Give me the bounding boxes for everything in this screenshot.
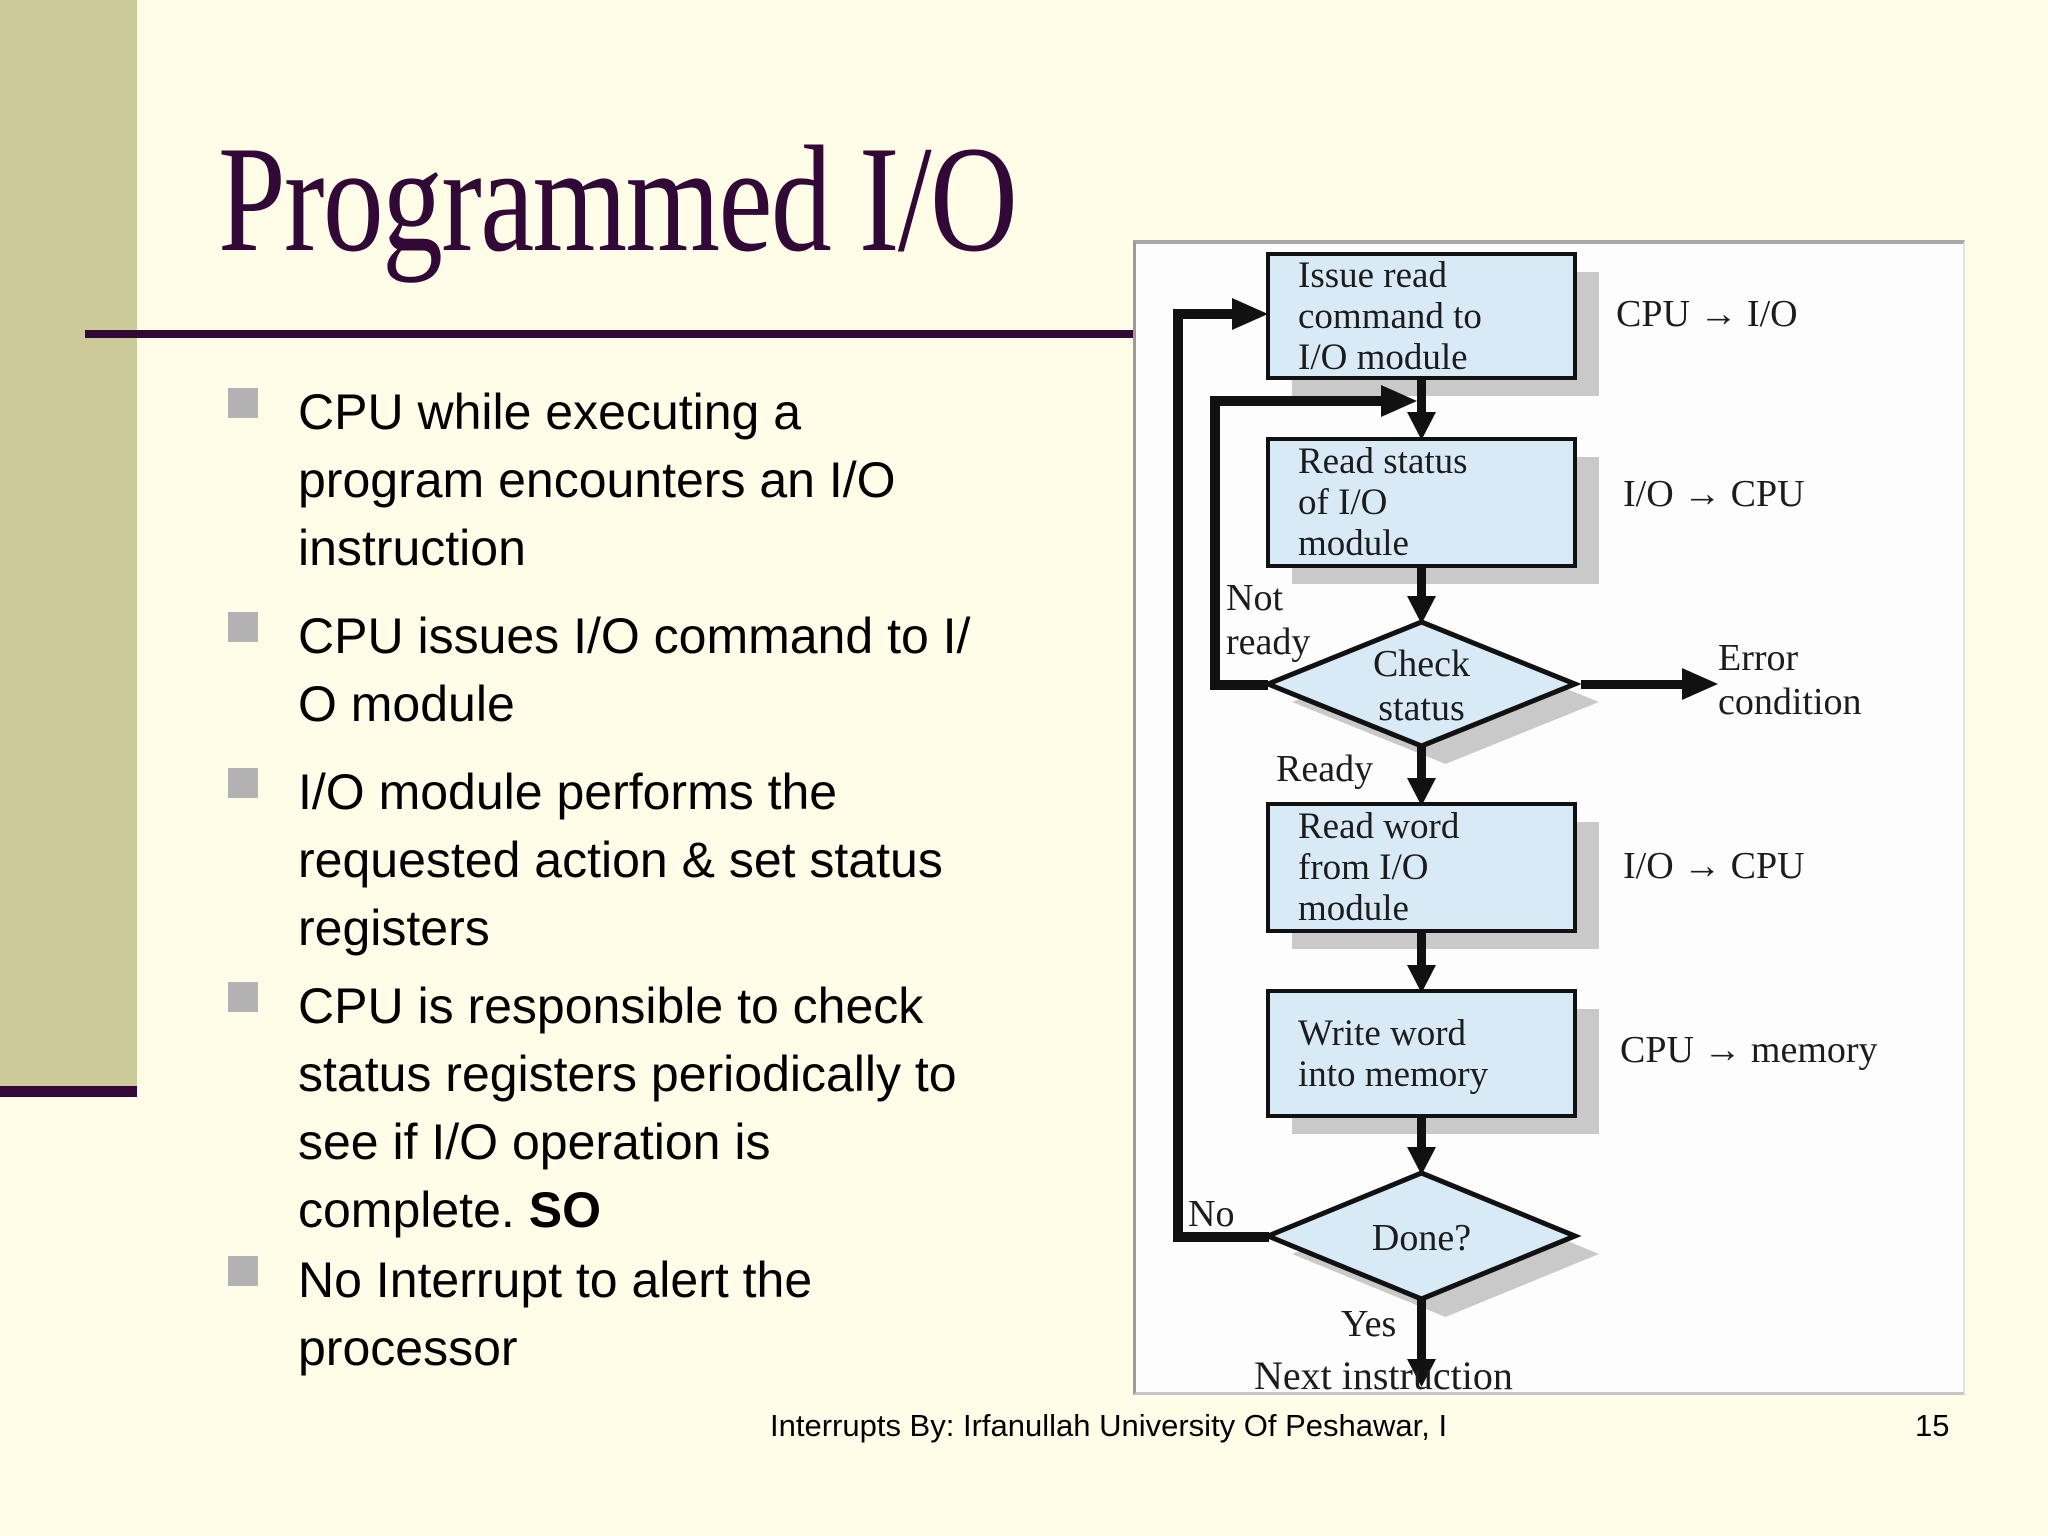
sidebar-accent-bar (0, 0, 137, 1086)
page-title: Programmed I/O (218, 115, 1018, 283)
page-number: 15 (1915, 1408, 1950, 1443)
bullet-item: CPU while executing a program encounters… (298, 384, 896, 576)
flow-terminal-next-instruction: Next instruction (1254, 1353, 1513, 1398)
flow-lines (1173, 298, 1718, 1387)
bullet-marker (228, 388, 258, 418)
bullet-marker (228, 612, 258, 642)
flow-box-issue-read: Issue read command to I/O module (1298, 254, 1482, 378)
flow-side-label-cpu-io: CPU → I/O (1616, 293, 1798, 335)
bullet-item: No Interrupt to alert the processor (298, 1252, 813, 1376)
flow-decision-check-status: Check status (1372, 643, 1471, 729)
flow-side-label-io-cpu-2: I/O → CPU (1623, 845, 1805, 887)
flow-box-write-word: Write word into memory (1298, 1012, 1489, 1095)
bullet-item: CPU issues I/O command to I/ O module (298, 608, 971, 732)
title-underline (85, 330, 1133, 338)
bold-emphasis: SO (528, 1182, 602, 1238)
shape-shadows (1292, 272, 1599, 1317)
process-boxes (1266, 252, 1577, 1118)
bullet-marker (228, 768, 258, 798)
flow-decision-done: Done? (1371, 1217, 1472, 1259)
flow-branch-no: No (1188, 1193, 1235, 1235)
bullet-item: CPU is responsible to check status regis… (298, 978, 957, 1238)
flow-side-label-cpu-memory: CPU → memory (1620, 1029, 1878, 1071)
flow-box-read-status: Read status of I/O module (1298, 441, 1468, 564)
sidebar-end-bar (0, 1086, 137, 1097)
flow-branch-yes: Yes (1341, 1303, 1397, 1345)
bullet-marker (228, 982, 258, 1012)
flow-box-read-word: Read word from I/O module (1298, 806, 1460, 929)
flowchart-panel: Issue read command to I/O module Read st… (1133, 240, 1965, 1398)
decision-diamonds (1261, 619, 1582, 1302)
flow-side-label-io-cpu-1: I/O → CPU (1623, 473, 1805, 515)
bullet-item: I/O module performs the requested action… (298, 764, 943, 956)
bullet-marker (228, 1256, 258, 1286)
flow-branch-error-condition: Error condition (1718, 637, 1862, 723)
flow-branch-ready: Ready (1276, 748, 1374, 790)
flow-branch-not-ready: Not ready (1226, 577, 1311, 663)
flowchart-graphic (1173, 252, 1718, 1387)
footer-text: Interrupts By: Irfanullah University Of … (770, 1408, 1448, 1443)
